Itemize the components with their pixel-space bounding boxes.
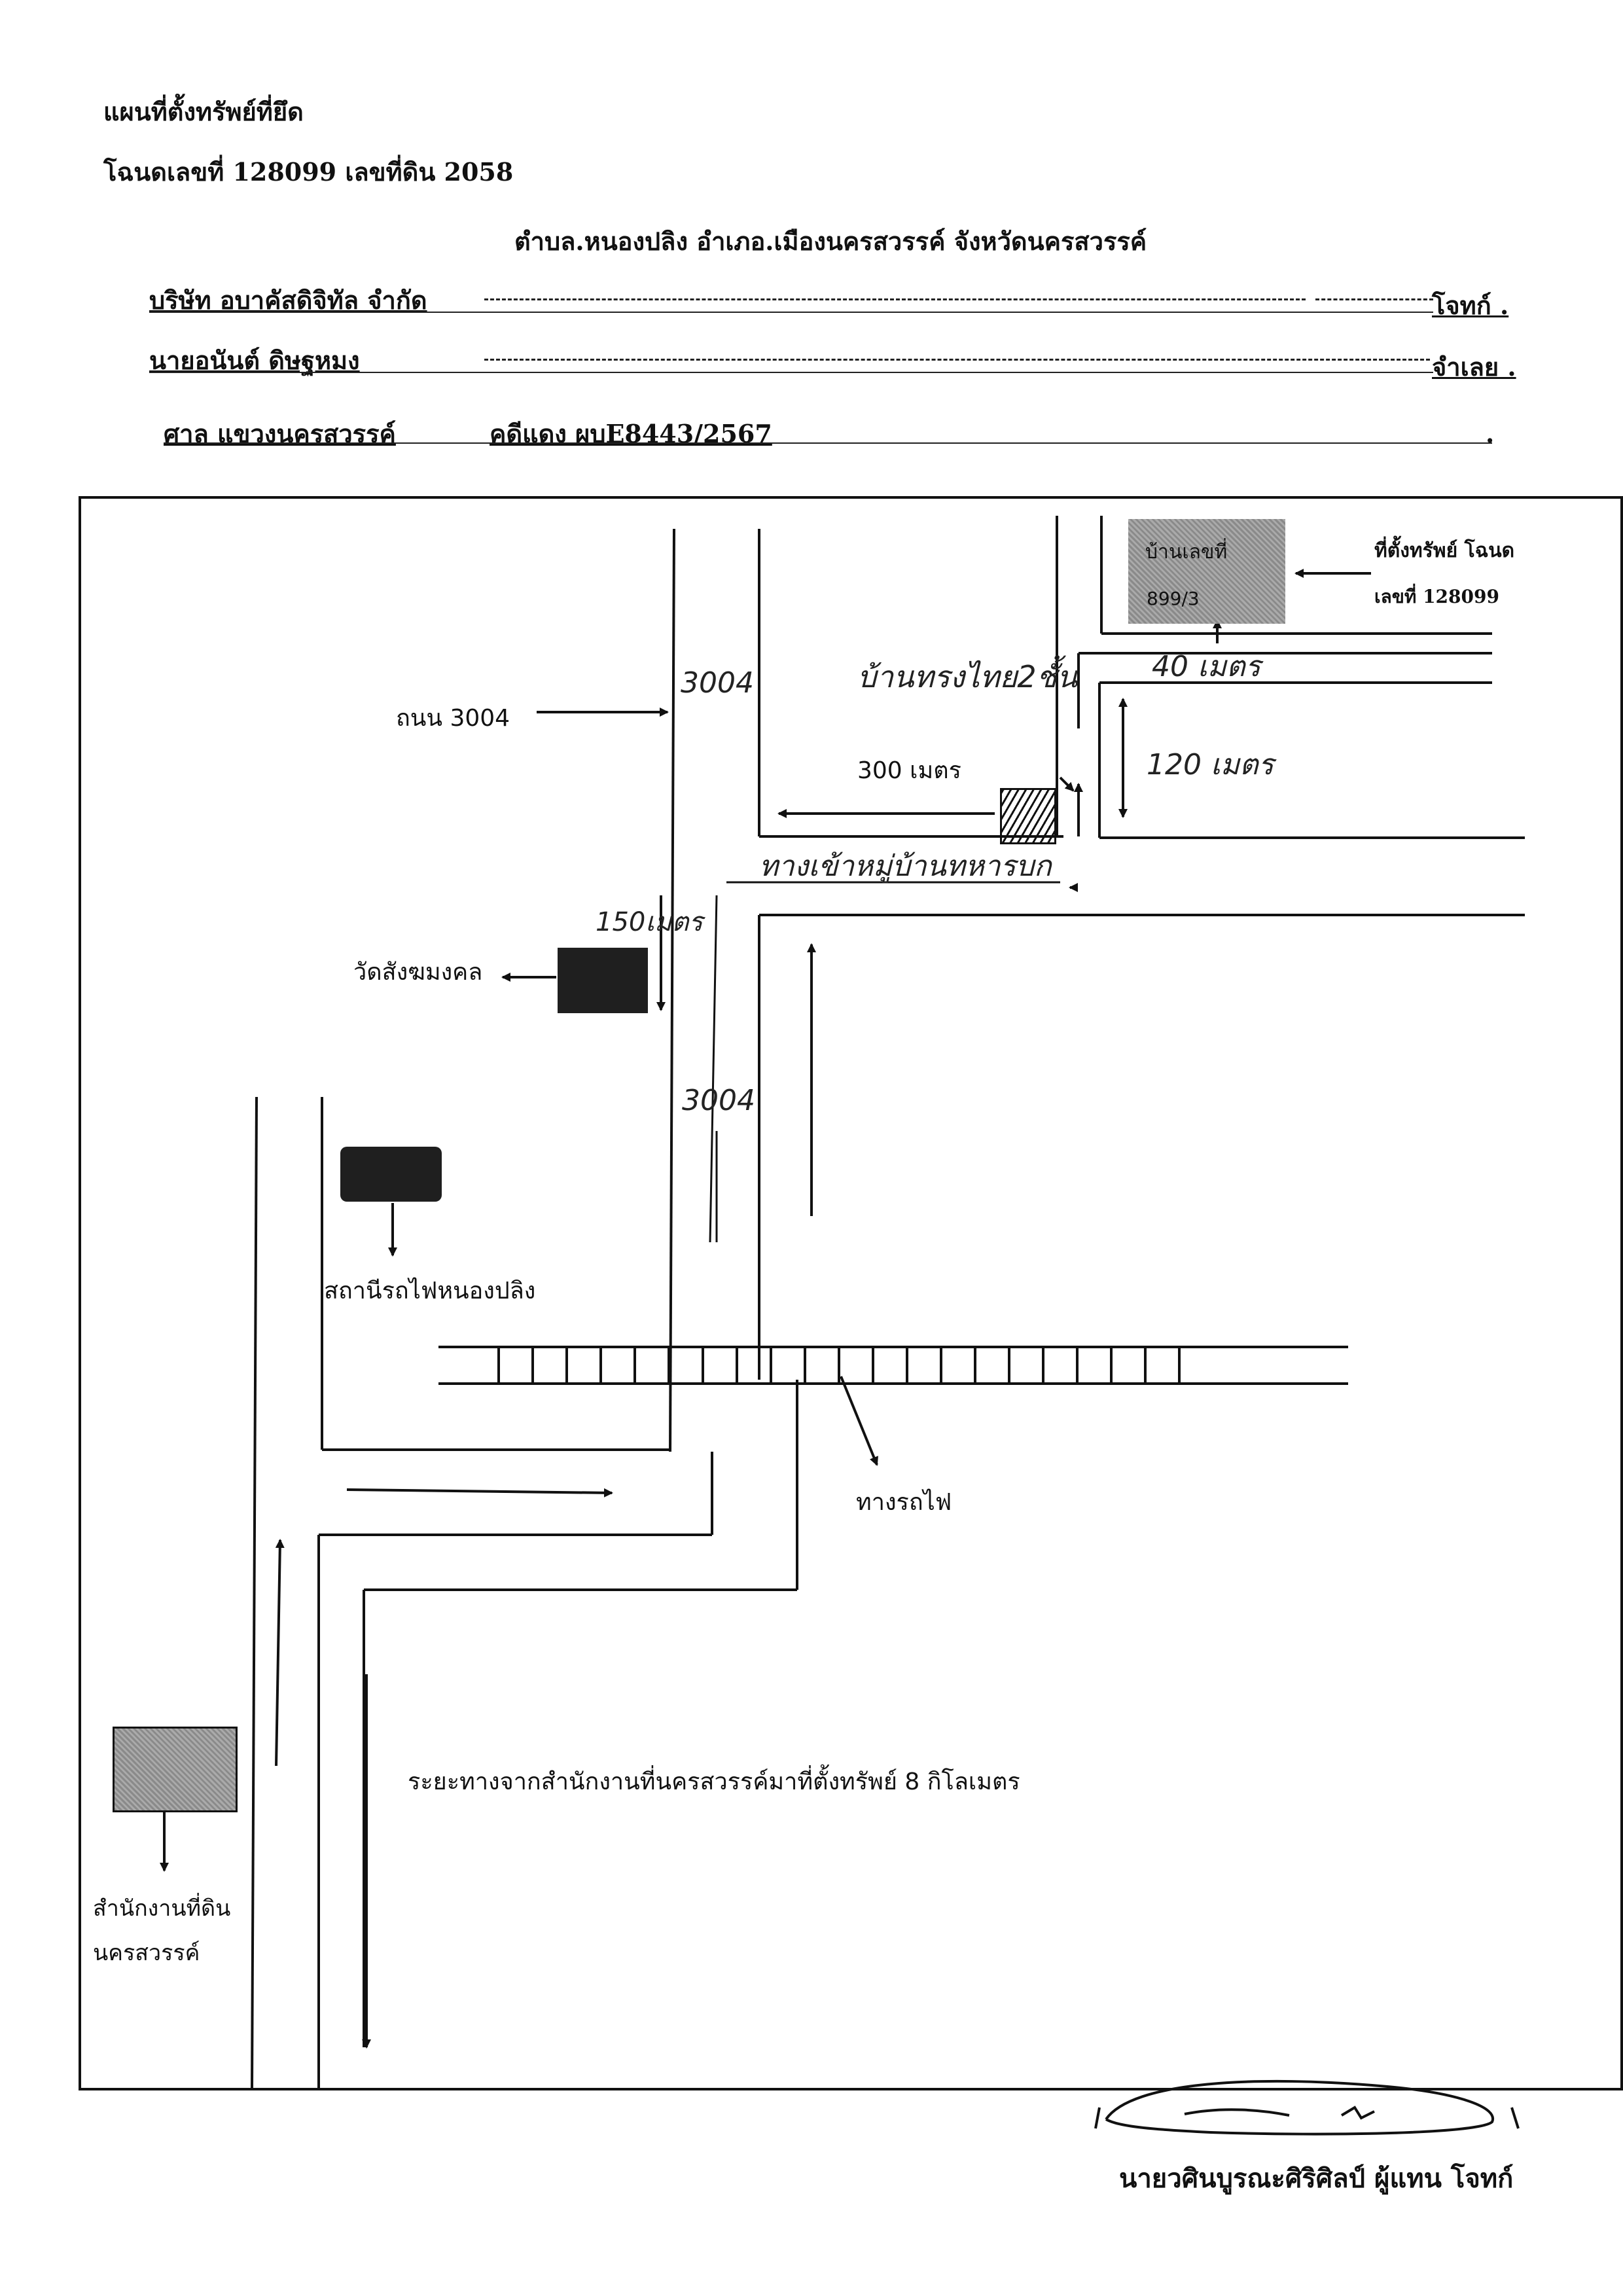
plaintiff-underline bbox=[149, 312, 1433, 313]
signature-scribble bbox=[1094, 2079, 1520, 2136]
court-underline bbox=[164, 442, 1492, 444]
plaintiff-dash-line bbox=[484, 298, 1306, 300]
signatory-name: นายวศินบูรณะศิริศิลป์ ผู้แทน โจทก์ bbox=[1119, 2163, 1514, 2194]
temple-block bbox=[558, 948, 648, 1013]
thai-house-hatched-block bbox=[1000, 788, 1056, 844]
distance-note: ระยะทางจากสำนักงานที่นครสวรรค์มาที่ตั้งท… bbox=[408, 1768, 1020, 1795]
road-number-top: 3004 bbox=[681, 666, 754, 700]
court-name: ศาล แขวงนครสวรรค์ bbox=[164, 419, 396, 448]
house-number-label: บ้านเลขที่ bbox=[1145, 541, 1228, 564]
land-office-label-2: นครสวรรค์ bbox=[93, 1940, 200, 1966]
soi-army-village-label: ทางเข้าหมู่บ้านทหารบก bbox=[759, 850, 1052, 883]
station-label: สถานีรถไฟหนองปลิง bbox=[324, 1278, 536, 1304]
distance-40m: 40 เมตร bbox=[1152, 650, 1261, 683]
plaintiff-role: โจทก์ . bbox=[1432, 291, 1509, 320]
house-number: 899/3 bbox=[1147, 588, 1200, 609]
railway-sleepers bbox=[497, 1347, 1181, 1384]
railway-label: ทางรถไฟ bbox=[856, 1489, 952, 1516]
road-3004-label: ถนน 3004 bbox=[396, 705, 510, 732]
distance-150m: 150เมตร bbox=[596, 907, 703, 937]
defendant-underline bbox=[149, 372, 1433, 373]
thai-house-label: บ้านทรงไทย2ชั้น bbox=[857, 659, 1078, 694]
road-3004-left-edge bbox=[669, 528, 675, 1452]
location-line: ตำบล.หนองปลิง อำเภอ.เมืองนครสวรรค์ จังหว… bbox=[514, 226, 1147, 256]
road-number-bottom: 3004 bbox=[682, 1084, 755, 1117]
deed-number-line: โฉนดเลขที่ 128099 เลขที่ดิน 2058 bbox=[103, 157, 514, 187]
arrow-thai-house bbox=[1059, 776, 1075, 792]
arrow-main-north bbox=[275, 1539, 285, 1767]
defendant-role: จำเลย . bbox=[1432, 352, 1516, 382]
distance-120m: 120 เมตร bbox=[1147, 748, 1274, 781]
land-office-block bbox=[113, 1727, 238, 1812]
land-office-label-1: สำนักงานที่ดิน bbox=[93, 1895, 231, 1922]
map-sketch bbox=[79, 496, 1623, 2090]
temple-label: วัดสังฆมงคล bbox=[353, 959, 483, 986]
defendant-name: นายอนันต์ ดิษฐหมง bbox=[149, 346, 360, 375]
property-house-block bbox=[1128, 519, 1285, 624]
soi-3004-lower-segment bbox=[709, 895, 718, 1243]
station-block bbox=[340, 1147, 442, 1202]
defendant-dash-line bbox=[484, 359, 1430, 361]
document-title: แผนที่ตั้งทรัพย์ที่ยึด bbox=[103, 97, 304, 126]
arrow-main-east bbox=[346, 1488, 613, 1498]
main-road-far-left bbox=[251, 1096, 258, 2090]
distance-300m: 300 เมตร bbox=[857, 757, 961, 784]
map-area: บ้านเลขที่ 899/3 ที่ตั้งทรัพย์ โฉนด เลขท… bbox=[79, 496, 1623, 2092]
case-number: คดีแดง ผบE8443/2567 bbox=[490, 419, 772, 448]
property-label-line-2: เลขที่ 128099 bbox=[1374, 586, 1499, 607]
plaintiff-name: บริษัท อบาคัสดิจิทัล จำกัด bbox=[149, 285, 427, 315]
property-label-line-1: ที่ตั้งทรัพย์ โฉนด bbox=[1374, 539, 1515, 562]
map-frame bbox=[79, 496, 1623, 2090]
plaintiff-dash-line-2 bbox=[1315, 298, 1433, 300]
arrow-railway bbox=[840, 1376, 878, 1466]
court-line-end: . bbox=[1486, 419, 1495, 448]
